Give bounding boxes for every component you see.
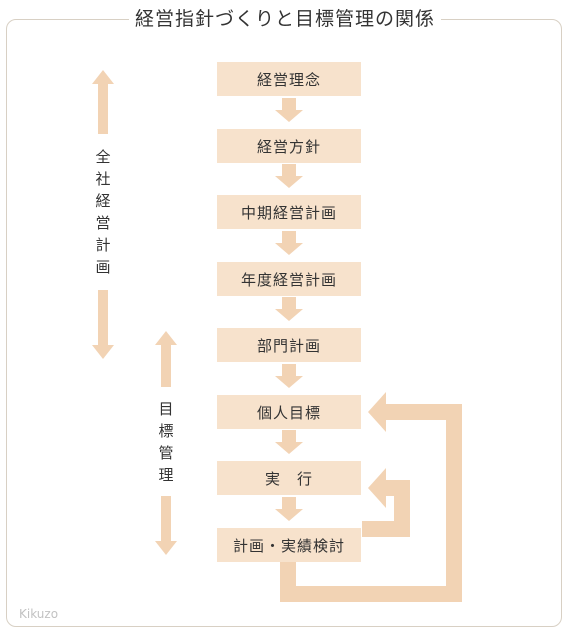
step-box: 実 行: [217, 461, 361, 495]
target-mgmt-top-arrow: [155, 331, 177, 387]
target-management-label: 目標管理: [156, 398, 176, 486]
diagram-title: 経営指針づくりと目標管理の関係: [0, 4, 570, 31]
feedback-loop-inner: [362, 468, 410, 537]
feedback-loop-outer: [280, 392, 462, 602]
down-arrow: [275, 430, 303, 454]
down-arrow: [275, 98, 303, 122]
step-box: 年度経営計画: [217, 262, 361, 296]
step-box: 経営方針: [217, 129, 361, 163]
company-plan-bottom-arrow: [92, 290, 114, 359]
down-arrow: [275, 364, 303, 388]
watermark: Kikuzo: [19, 607, 59, 621]
company-plan-top-arrow: [92, 70, 114, 134]
down-arrow: [275, 164, 303, 188]
company-plan-label: 全社経営計画: [93, 146, 113, 278]
down-arrow: [275, 231, 303, 255]
down-arrow: [275, 497, 303, 521]
step-box: 経営理念: [217, 62, 361, 96]
down-arrow: [275, 297, 303, 321]
step-box: 計画・実績検討: [217, 528, 361, 562]
step-box: 中期経営計画: [217, 195, 361, 229]
step-box: 部門計画: [217, 328, 361, 362]
target-mgmt-bottom-arrow: [155, 496, 177, 555]
step-box: 個人目標: [217, 395, 361, 429]
